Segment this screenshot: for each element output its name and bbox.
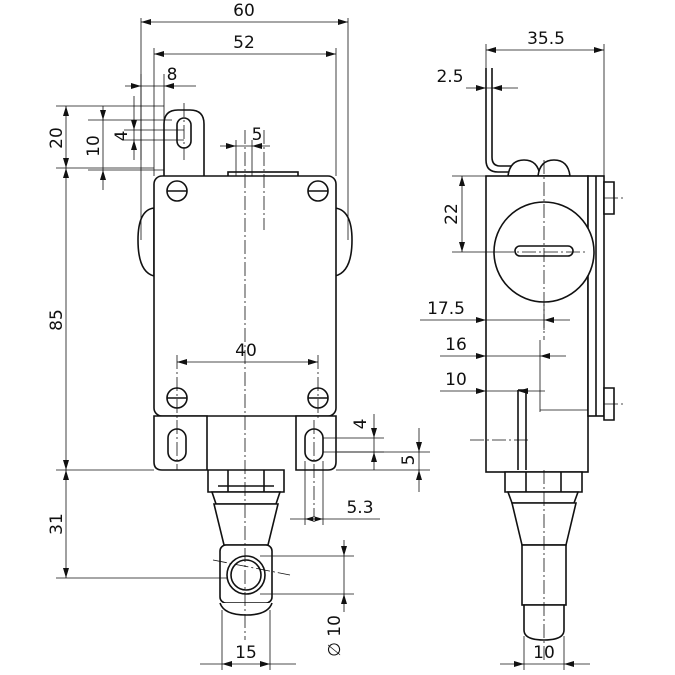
dim-35-5: 35.5	[527, 29, 565, 49]
dim-60: 60	[233, 1, 255, 21]
dim-15: 15	[235, 643, 257, 663]
dim-85: 85	[47, 309, 67, 331]
dim-10-lever: 10	[84, 135, 104, 157]
dim-17-5: 17.5	[427, 299, 465, 319]
dim-20: 20	[47, 127, 67, 149]
side-view	[470, 68, 625, 660]
dim-22: 22	[442, 203, 462, 225]
dim-2-5: 2.5	[436, 67, 463, 87]
dim-5-3: 5.3	[346, 498, 373, 518]
dim-31: 31	[47, 513, 67, 535]
dim-10-side: 10	[445, 370, 467, 390]
dim-5-foot: 5	[399, 455, 419, 466]
dimension-labels: 60 52 8 5 20 10 4 85 31 40 4 5 5.3 ∅ 10 …	[47, 1, 565, 663]
dim-4-foot: 4	[351, 419, 371, 430]
dim-40: 40	[235, 341, 257, 361]
dim-10-bottom: 10	[533, 643, 555, 663]
front-view	[137, 103, 353, 640]
dimension-lines	[56, 18, 605, 670]
dim-4-lever: 4	[112, 131, 132, 142]
dim-16: 16	[445, 335, 467, 355]
dim-diameter-10: ∅ 10	[325, 615, 345, 657]
dim-52: 52	[233, 33, 255, 53]
dim-5-top: 5	[252, 125, 263, 145]
dim-8: 8	[167, 65, 178, 85]
